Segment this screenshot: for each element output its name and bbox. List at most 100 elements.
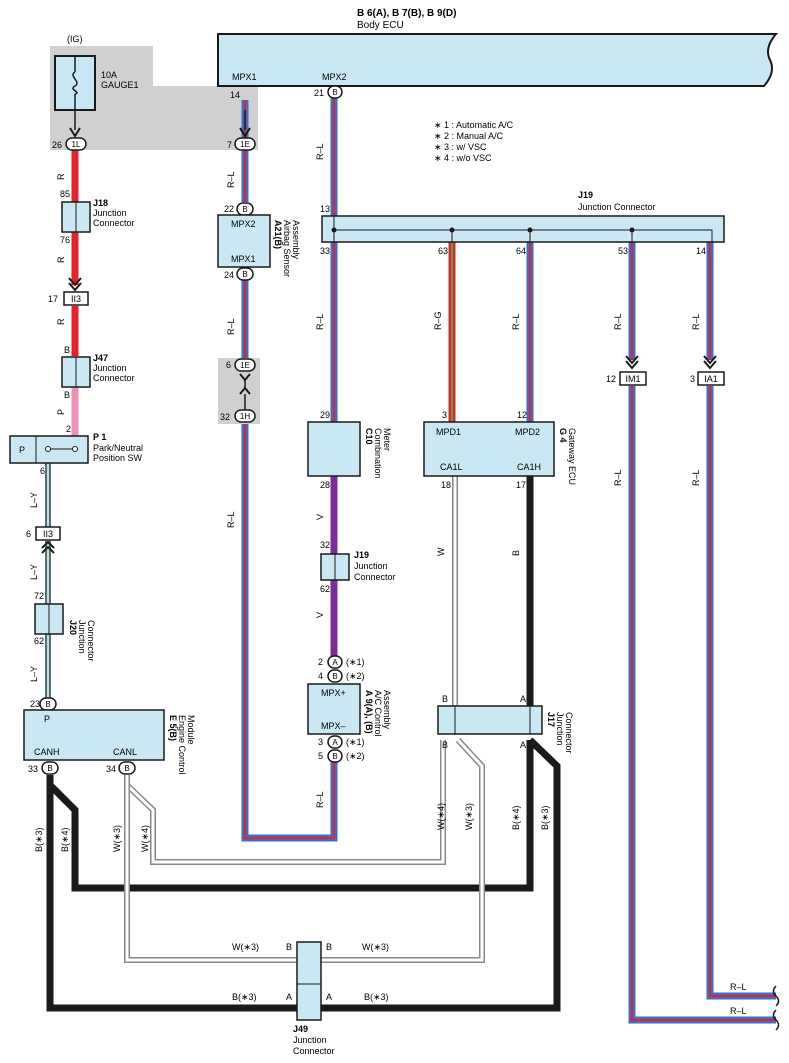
j47-name2: Connector [93,373,135,383]
wire-label-rl-8: R–L [691,313,701,330]
j19-pin-63: 63 [438,246,448,256]
j18-ref: J18 [93,198,108,208]
c10-name2: Meter [382,428,392,451]
j49-ref: J49 [293,1024,308,1034]
wire-label-b-g4: B [511,550,521,556]
p1-name2: Position SW [93,453,143,463]
j19-pin-53: 53 [618,246,628,256]
j17-ref: J17 [546,712,556,727]
j19-mid-name1: Junction [354,561,388,571]
switch-icon [45,446,78,452]
body-ecu-name: Body ECU [357,20,404,31]
wire-label-v-2: V [315,612,325,618]
j20-pin-bottom: 62 [34,636,44,646]
c10-name1: Combination [373,428,383,479]
fuse-gauge1: (IG) 10A GAUGE1 26 1L [52,34,139,151]
a21-pin-bottom: 24 [224,270,234,280]
a21-mpx1: MPX1 [231,254,256,264]
ecm-name1: Engine Control [177,715,187,775]
ia1-pin: 3 [690,374,695,384]
wire-label-rl-1: R–L [226,171,236,188]
ii3-bottom-label: II3 [43,529,53,539]
conn-1e-pin: 6 [226,360,231,370]
j20-pin-top: 72 [34,591,44,601]
a9-name1: A/C Control [373,690,383,737]
g4-pin-mpd2: 12 [517,410,527,420]
fuse-rating: 10A [101,70,117,80]
wire-label-rl-5: R–L [315,313,325,330]
wire-label-rg: R–G [433,311,443,330]
connector-ia1: IA1 3 [690,355,725,386]
j47-name1: Junction [93,363,127,373]
connector-ii3-bottom: II3 6 [26,526,61,554]
c10-ref: C10 [364,428,374,445]
g4-ca1l: CA1L [440,462,463,472]
svg-text:B: B [332,672,337,681]
svg-text:B: B [124,764,129,773]
legend-notes: ∗ 1 : Automatic A/C ∗ 2 : Manual A/C ∗ 3… [434,120,514,163]
c10-pin-top: 29 [320,410,330,420]
j19-pin-14: 14 [696,246,706,256]
ecm-pin-top: 23 [30,699,40,709]
wire-label-w-g4: W [436,547,446,556]
a21-ref: A21(B) [273,220,283,249]
wire-label-rl-4: R–L [315,143,325,160]
a9-name2: Assembly [382,690,392,730]
j49-w3-left: W(∗3) [232,942,259,952]
ii3-top-label: II3 [71,294,81,304]
wire-label-rl-6: R–L [511,313,521,330]
j49-b3-left: B(∗3) [232,992,257,1002]
j19-pin-64: 64 [516,246,526,256]
wire-r-l [241,98,776,1024]
wire-w-can [124,476,485,963]
a9-pin4: 4 [318,671,323,681]
j47-ref: J47 [93,353,108,363]
arrow-down-icon [69,127,81,138]
engine-control-module: 23 B P CANH CANL 33 B 34 B E 5(B) Engine… [23,697,196,775]
fuse-icon [72,71,78,95]
wire-label-ly-2: L–Y [29,564,39,580]
note-1: ∗ 1 : Automatic A/C [434,120,514,130]
svg-text:B: B [45,700,50,709]
j17-b-bottom: B [442,740,448,750]
j18-name1: Junction [93,208,127,218]
wire-label-r-1: R [56,173,66,180]
g4-pin-ca1h: 17 [516,480,526,490]
junction-j19-top: J19 Junction Connector 13 33 63 64 53 14 [320,190,725,256]
wire-label-b3-left: B(∗3) [34,827,44,852]
j49-b-left: B [286,942,292,952]
p1-name1: Park/Neutral [93,443,143,453]
g4-ca1h: CA1H [517,462,541,472]
svg-text:B: B [332,752,337,761]
a9-mpx-minus: MPX– [321,721,346,731]
switch-p1: 2 P 6 P 1 Park/Neutral Position SW [9,424,143,476]
ecm-ref: E 5(B) [168,715,178,741]
j47-pin-bottom: B [64,390,70,400]
body-ecu-pin-mpx1: 14 [230,90,240,100]
junction-j18: 85 76 J18 Junction Connector [60,189,135,245]
connector-1e-top: 7 1E [227,110,256,151]
a9-note1-top: (∗1) [346,657,365,667]
j20-name1: Junction [77,620,87,654]
j20-name2: Connector [86,620,96,662]
j18-pin-top: 85 [60,189,70,199]
svg-text:B: B [332,88,337,97]
ia1-label: IA1 [704,374,718,384]
airbag-sensor-assembly: 22 B MPX2 MPX1 24 B A21(B) Airbag Sensor… [217,202,301,281]
wire-label-w4-right: W(∗4) [436,803,446,830]
ecm-canl: CANL [113,747,137,757]
conn-1e-top-label: 1E [240,140,250,149]
j49-a-left: A [286,992,292,1002]
ecm-pin-canl: 34 [106,764,116,774]
wire-label-w4-left: W(∗4) [140,825,150,852]
wire-label-rl-3: R–L [226,511,236,528]
ecm-pin-p: P [44,714,50,724]
svg-text:B: B [47,764,52,773]
a9-pin3: 3 [318,737,323,747]
wire-label-v-1: V [315,514,325,520]
conn-1e-label: 1E [240,361,250,370]
wire-label-rl-10: R–L [613,469,623,486]
body-ecu: B 6(A), B 7(B), B 9(D) Body ECU MPX1 MPX… [217,8,779,100]
junction-j17: B A B A J17 Junction Connector [437,694,574,754]
junction-j49: J49 Junction Connector [293,941,335,1056]
